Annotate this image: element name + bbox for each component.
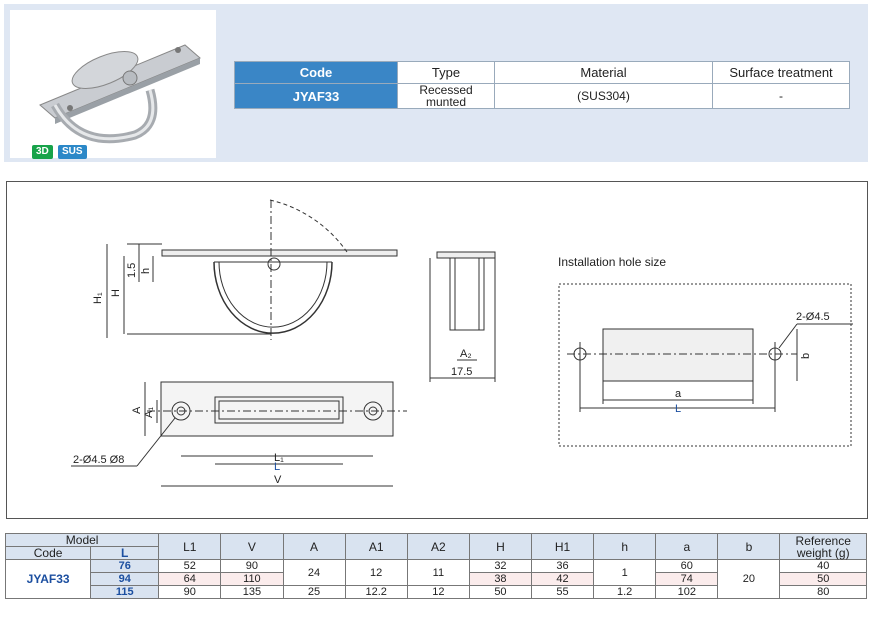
col-weight: Reference weight (g) <box>779 533 867 560</box>
spec-material: (SUS304) <box>494 83 713 109</box>
cell-h1: 55 <box>530 585 595 599</box>
side-view <box>106 199 398 340</box>
dim-a2: A₂ <box>460 348 472 360</box>
cell-a: 25 <box>282 585 346 599</box>
cell-v: 135 <box>220 585 284 599</box>
spec-type-line1: Recessed <box>419 83 473 97</box>
dim-h1: H₁ <box>92 292 104 304</box>
product-photo: 3D SUS <box>10 10 216 159</box>
spec-header-row: Code Type Material Surface treatment <box>234 61 850 84</box>
cell-l1: 64 <box>158 572 222 586</box>
weight-label-1: Reference <box>795 533 851 548</box>
weight-label-2: weight (g) <box>796 545 850 560</box>
spec-type-line2: munted <box>425 95 467 109</box>
end-view <box>429 251 496 382</box>
spec-code: JYAF33 <box>234 83 398 109</box>
cell-a-merged: 24 <box>282 559 346 586</box>
cell-weight: 40 <box>779 559 867 573</box>
col-v: V <box>220 533 284 560</box>
dim-l1: L₁ <box>274 452 284 464</box>
cell-a: 60 <box>655 559 719 573</box>
l-header: L <box>90 546 160 560</box>
cell-l: 94 <box>90 572 160 586</box>
table-row: 115 90 135 25 12.2 12 50 55 1.2 102 80 <box>6 585 867 599</box>
cell-h1: 36 <box>530 559 595 573</box>
sus-badge[interactable]: SUS <box>58 145 87 159</box>
product-image-icon <box>39 44 201 144</box>
cell-a: 74 <box>655 572 719 586</box>
cell-b-merged: 20 <box>717 559 781 599</box>
top-view <box>71 381 407 487</box>
dim-b: b <box>800 353 812 359</box>
row-code: JYAF33 <box>4 559 92 599</box>
col-a: A <box>282 533 346 560</box>
cell-a1-merged: 12 <box>344 559 408 586</box>
cell-l: 115 <box>90 585 160 599</box>
spec-header-material: Material <box>494 61 713 84</box>
cell-l1: 52 <box>158 559 222 573</box>
col-a1: A1 <box>344 533 408 560</box>
cell-h-small: 1.2 <box>593 585 657 599</box>
dim-install-a: a <box>675 388 682 400</box>
col-b: b <box>717 533 781 560</box>
cell-h: 50 <box>468 585 532 599</box>
dimension-table: Model L1 V A A1 A2 H H1 h a b Reference … <box>4 533 867 599</box>
dim-h: H <box>110 289 122 297</box>
model-header: Model <box>4 533 160 547</box>
install-title: Installation hole size <box>558 255 666 269</box>
cell-v: 90 <box>220 559 284 573</box>
dim-a: A <box>131 406 143 414</box>
dim-1-5: 1.5 <box>126 263 138 278</box>
technical-drawing: H₁ H 1.5 h A₂ 17.5 <box>6 181 868 519</box>
table-header-row-2: Code L <box>4 546 867 560</box>
col-l1: L1 <box>158 533 222 560</box>
cell-weight: 50 <box>779 572 867 586</box>
cell-a-install: 102 <box>655 585 719 599</box>
spec-header-surface: Surface treatment <box>712 61 850 84</box>
cell-a1: 12.2 <box>344 585 408 599</box>
cell-v: 110 <box>220 572 284 586</box>
spec-surface: - <box>712 83 850 109</box>
spec-header-code: Code <box>234 61 398 84</box>
dim-v: V <box>274 474 282 486</box>
dim-a1: A₁ <box>143 407 155 418</box>
cell-l: 76 <box>90 559 160 573</box>
spec-table: Code Type Material Surface treatment JYA… <box>234 61 850 109</box>
cell-h1: 42 <box>530 572 595 586</box>
cell-a2: 12 <box>406 585 470 599</box>
spec-type: Recessed munted <box>397 83 495 109</box>
install-panel <box>558 283 853 447</box>
col-h: H <box>468 533 532 560</box>
drawing-canvas: H₁ H 1.5 h A₂ 17.5 <box>71 199 853 487</box>
table-header-row-1: Model L1 V A A1 A2 H H1 h a b Reference … <box>4 533 867 560</box>
cell-h: 32 <box>468 559 532 573</box>
col-h-small: h <box>593 533 657 560</box>
spec-header-type: Type <box>397 61 495 84</box>
dim-install-l: L <box>675 403 681 415</box>
cell-h: 38 <box>468 572 532 586</box>
dim-17-5: 17.5 <box>451 366 472 378</box>
cell-l1: 90 <box>158 585 222 599</box>
col-a-install: a <box>655 533 719 560</box>
cell-a2-merged: 11 <box>406 559 470 586</box>
dim-small-h: h <box>140 268 152 274</box>
table-row: JYAF33 76 52 90 24 12 11 32 36 1 60 20 4… <box>4 559 867 599</box>
dim-holes-right: 2-Ø4.5 <box>796 311 830 323</box>
dim-holes-left: 2-Ø4.5 Ø8 <box>73 454 124 466</box>
code-header: Code <box>4 546 92 560</box>
col-a2: A2 <box>406 533 470 560</box>
col-h1: H1 <box>530 533 595 560</box>
cell-weight: 80 <box>779 585 867 599</box>
3d-badge[interactable]: 3D <box>32 145 53 159</box>
cell-h-small-merged: 1 <box>593 559 657 586</box>
dim-l: L <box>274 461 280 473</box>
spec-value-row: JYAF33 Recessed munted (SUS304) - <box>234 83 850 109</box>
